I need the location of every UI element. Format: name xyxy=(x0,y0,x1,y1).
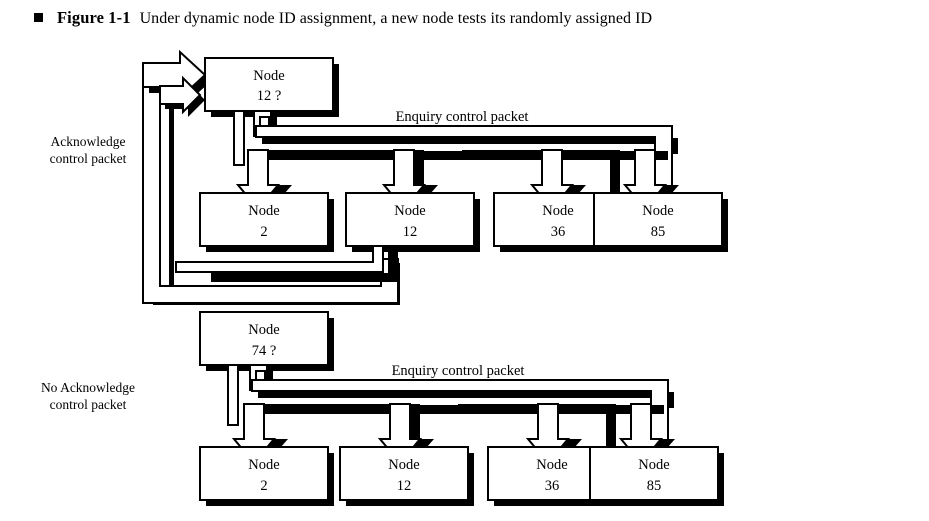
node-upper-2-line2: 36 xyxy=(551,224,566,240)
enquiry-bus-label-upper: Enquiry control packet xyxy=(396,109,529,125)
figure-caption-text: Under dynamic node ID assignment, a new … xyxy=(139,10,653,27)
node-upper-0-line1: Node xyxy=(248,203,279,219)
new-node-down-leg-upper xyxy=(233,110,245,166)
node-box-upper-0: Node 2 xyxy=(199,192,334,252)
acknowledge-arrow-inner-stub xyxy=(159,75,205,117)
node-lower-3-line2: 85 xyxy=(647,478,662,494)
node-box-lower-0: Node 2 xyxy=(199,446,334,506)
node12-return-leg-upper xyxy=(175,245,398,282)
node-lower-1-line2: 12 xyxy=(397,478,412,494)
node-lower-2-line1: Node xyxy=(536,457,567,473)
figure-caption: Figure 1-1 Under dynamic node ID assignm… xyxy=(34,8,652,28)
node-lower-1-line1: Node xyxy=(388,457,419,473)
new-node-down-leg-lower xyxy=(227,364,239,426)
node-lower-2-line2: 36 xyxy=(545,478,560,494)
node-lower-3-line1: Node xyxy=(638,457,669,473)
node-lower-0-line2: 2 xyxy=(260,478,267,494)
node-upper-2-line1: Node xyxy=(542,203,573,219)
new-node-box-upper: Node 12 ? xyxy=(204,57,339,117)
node-row-upper: Node 2 Node 12 Node 36 Node xyxy=(199,192,728,252)
no-acknowledge-label-line1: No Acknowledge xyxy=(41,380,135,395)
figure-number: Figure 1-1 xyxy=(57,8,131,27)
node-box-upper-3: Node 85 xyxy=(593,192,728,252)
node-box-upper-1: Node 12 xyxy=(345,192,480,252)
new-node-box-lower: Node 74 ? xyxy=(199,311,334,371)
acknowledge-label-line1: Acknowledge xyxy=(51,134,126,149)
node-row-lower: Node 2 Node 12 Node 36 Node 85 xyxy=(199,446,724,506)
node-upper-3-line2: 85 xyxy=(651,224,666,240)
new-node-lower-line1: Node xyxy=(248,322,279,338)
new-node-upper-line2: 12 ? xyxy=(257,88,282,104)
node-upper-3-line1: Node xyxy=(642,203,673,219)
node-upper-0-line2: 2 xyxy=(260,224,267,240)
acknowledge-label-line2: control packet xyxy=(50,151,127,166)
new-node-upper-line1: Node xyxy=(253,68,284,84)
node-lower-0-line1: Node xyxy=(248,457,279,473)
square-bullet-icon xyxy=(34,13,43,22)
node-upper-1-line2: 12 xyxy=(403,224,418,240)
node-box-lower-1: Node 12 xyxy=(339,446,474,506)
node-box-lower-3: Node 85 xyxy=(589,446,724,506)
new-node-lower-line2: 74 ? xyxy=(252,343,277,359)
enquiry-bus-label-lower: Enquiry control packet xyxy=(392,363,525,379)
no-acknowledge-label-line2: control packet xyxy=(50,397,127,412)
node-upper-1-line1: Node xyxy=(394,203,425,219)
